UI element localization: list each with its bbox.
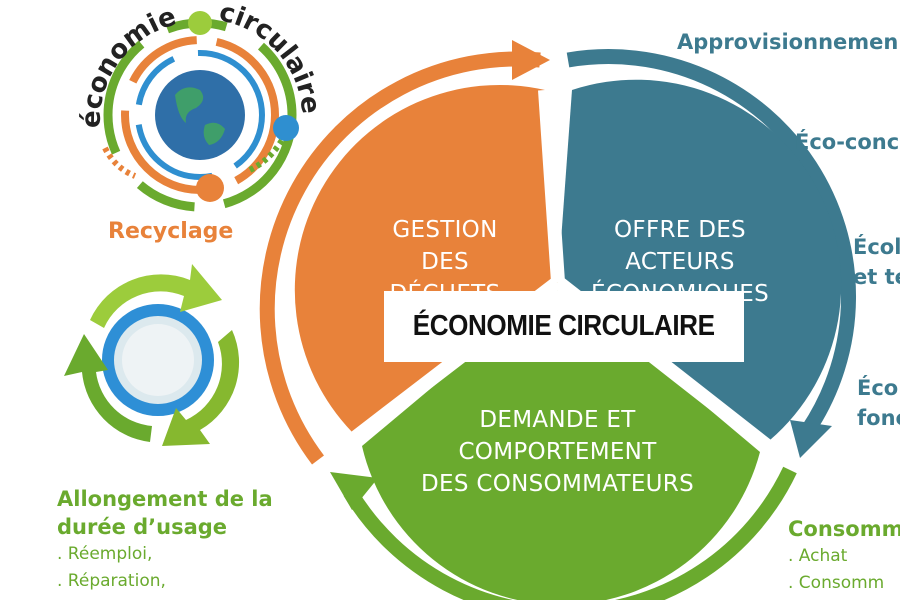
- label-ecologie-line-2: et te: [853, 265, 900, 289]
- consommation-item-consommation: . Consomm: [788, 573, 885, 593]
- label-recyclage: Recyclage: [108, 219, 234, 244]
- allongement-item-reemploi: . Réemploi,: [57, 544, 153, 564]
- segment-blue: [558, 79, 842, 440]
- segment-blue-line-2: ACTEURS: [625, 249, 735, 275]
- outer-arc-orange: [259, 51, 541, 465]
- consommation-title: Consomm: [788, 517, 900, 541]
- segment-green-line-2: COMPORTEMENT: [458, 439, 657, 465]
- label-approvisionnement: Approvisionnemen: [677, 30, 899, 54]
- allongement-item-reparation: . Réparation,: [57, 571, 166, 591]
- allongement-title-line-2: durée d’usage: [57, 515, 228, 539]
- logo-economie-circulaire: économie circulaire: [77, 0, 325, 212]
- title-box: ÉCONOMIE CIRCULAIRE: [384, 291, 744, 362]
- consommation-block: Consomm . Achat . Consomm: [788, 515, 900, 597]
- segment-green-line-1: DEMANDE ET: [479, 407, 636, 433]
- label-economie-fonctionnalite: Éco fonc: [857, 373, 900, 433]
- outer-arc-green: [343, 466, 797, 600]
- outer-arrow-blue: [790, 420, 832, 458]
- label-economie-line-1: Éco: [857, 376, 899, 400]
- segment-orange-line-1: GESTION: [392, 217, 498, 243]
- label-ecologie-line-1: Écol: [853, 235, 900, 259]
- diagram-title: ÉCONOMIE CIRCULAIRE: [413, 310, 715, 342]
- globe-icon: [155, 70, 245, 160]
- allongement-title-line-1: Allongement de la: [57, 487, 273, 511]
- segment-green-line-3: DES CONSOMMATEURS: [421, 471, 694, 497]
- consommation-item-achat: . Achat: [788, 546, 848, 566]
- segment-orange: [294, 84, 558, 433]
- label-ecologie: Écol et te: [853, 232, 900, 292]
- label-economie-line-2: fonc: [857, 406, 900, 430]
- label-eco-conception: Éco-conc: [795, 130, 900, 154]
- segment-blue-line-1: OFFRE DES: [614, 217, 746, 243]
- segment-orange-line-2: DES: [421, 249, 469, 275]
- segment-green-label: DEMANDE ET COMPORTEMENT DES CONSOMMATEUR…: [385, 404, 730, 500]
- segment-green: [362, 282, 760, 600]
- outer-arrow-green: [330, 472, 378, 510]
- outer-arrow-orange: [512, 40, 550, 80]
- recycle-arrows-icon: [64, 264, 240, 446]
- outer-arc-blue: [566, 49, 857, 435]
- allongement-block: Allongement de la durée d’usage . Réempl…: [57, 485, 273, 595]
- allongement-title: Allongement de la durée d’usage: [57, 485, 273, 541]
